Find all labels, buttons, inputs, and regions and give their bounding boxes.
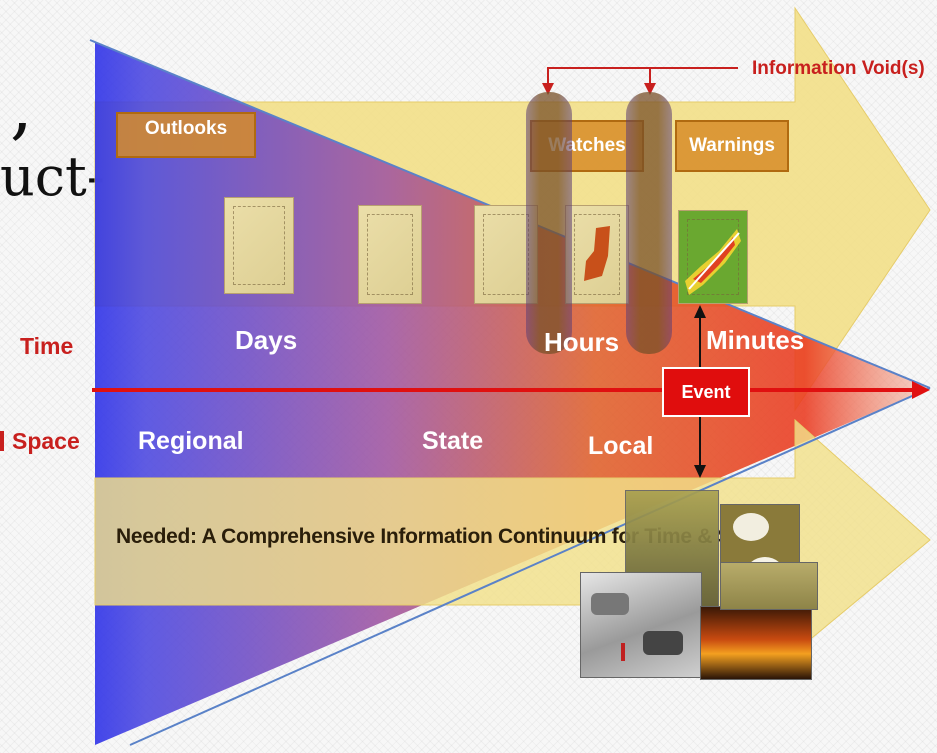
space-regional-label: Regional (138, 427, 244, 455)
continuum-caption: Needed: A Comprehensive Information Cont… (116, 525, 779, 548)
space-state-label: State (422, 427, 484, 455)
time-days-label: Days (235, 325, 298, 355)
time-axis-label: Time (20, 333, 74, 359)
ice-storm-photo (580, 572, 702, 678)
information-void-bar-2 (626, 92, 672, 354)
cut-title-line1: , (10, 64, 33, 148)
outlook-map-2 (358, 205, 422, 304)
outlooks-box: Outlooks (116, 112, 256, 158)
information-void-bar-1 (526, 92, 572, 354)
event-box: Event (662, 367, 750, 417)
cut-title-line2: uct- (0, 145, 105, 208)
void-bracket (547, 67, 738, 88)
time-hours-label: Hours (544, 327, 620, 357)
timeline-arrowhead (912, 381, 930, 399)
time-minutes-label: Minutes (706, 325, 805, 355)
space-label-marker (0, 431, 4, 451)
space-axis-label: Space (12, 428, 80, 454)
warnings-box: Warnings (675, 120, 789, 172)
outlook-map-1 (224, 197, 294, 294)
space-local-label: Local (588, 432, 654, 460)
information-void-label: Information Void(s) (752, 58, 925, 79)
warning-radar-map (678, 210, 748, 304)
flood-photo (720, 562, 818, 610)
wedge-bottom-edge (129, 387, 931, 746)
watch-map (565, 205, 629, 304)
wildfire-photo (700, 606, 812, 680)
